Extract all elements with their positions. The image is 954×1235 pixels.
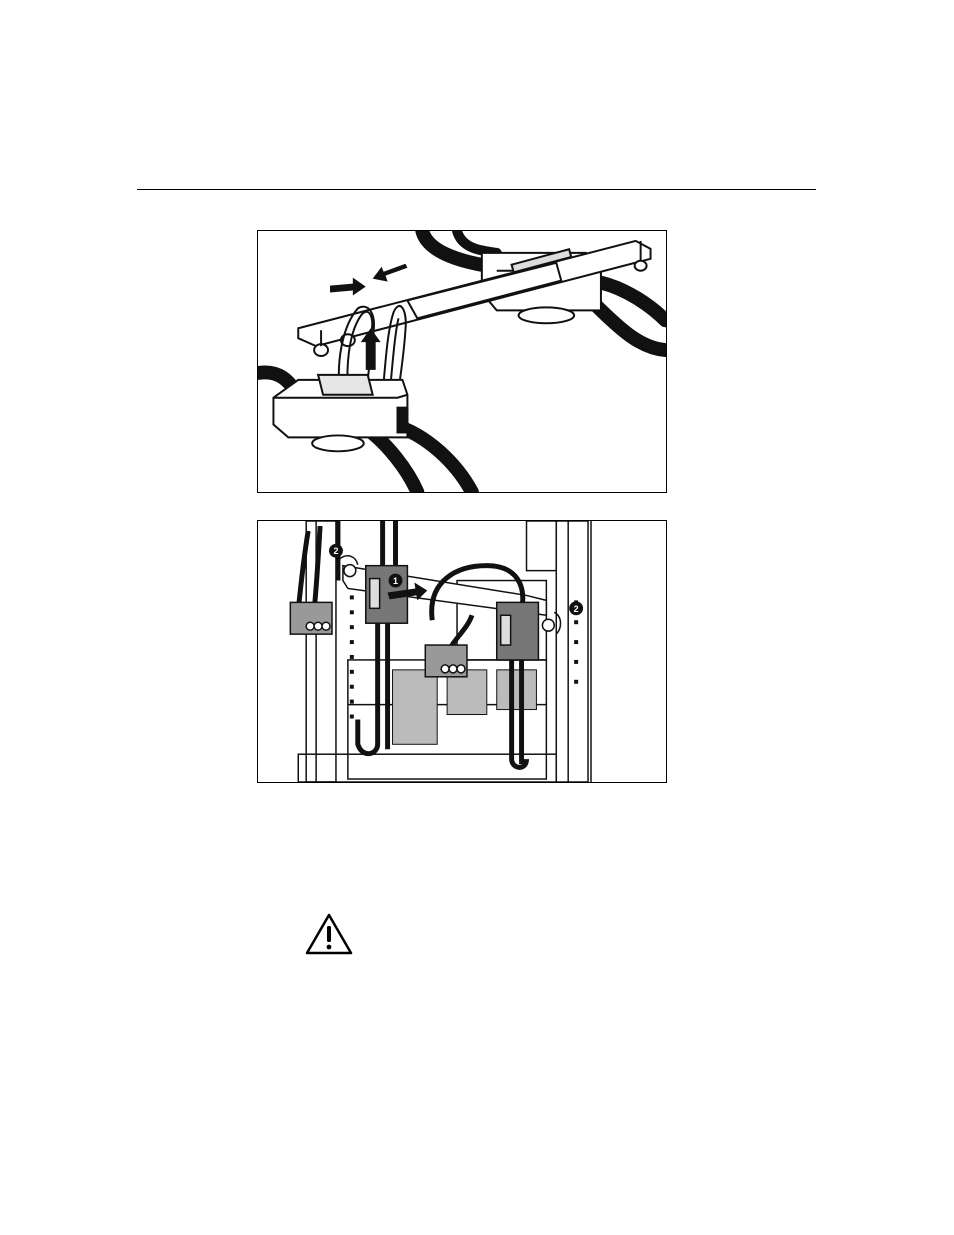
callout-1: 1 <box>393 576 398 586</box>
header-rule <box>137 189 816 190</box>
figure-bracket-clamp <box>257 230 667 493</box>
rack-installation-illustration: 2 1 2 <box>258 521 666 782</box>
figure-rack-installation: 2 1 2 <box>257 520 667 783</box>
warning-triangle-icon <box>305 912 353 956</box>
bracket-clamp-illustration <box>258 231 666 492</box>
callout-2-right: 2 <box>574 604 579 614</box>
callout-2-left: 2 <box>333 546 338 556</box>
